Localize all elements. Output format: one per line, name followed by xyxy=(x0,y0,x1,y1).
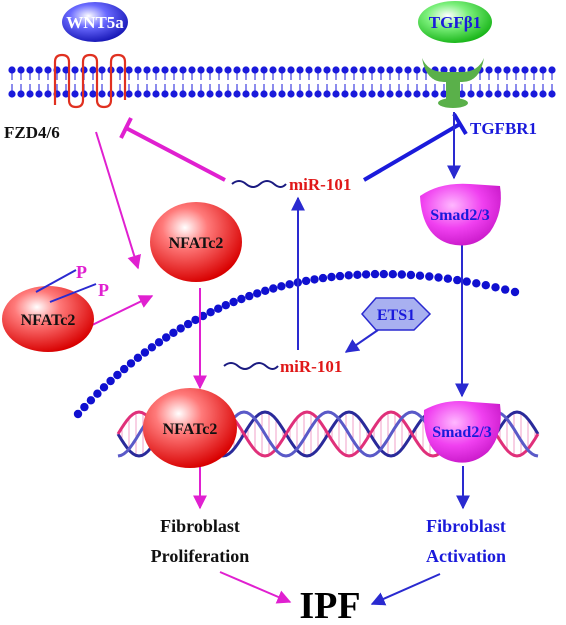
nfatc2-cyto-node: NFATc2 xyxy=(150,202,242,282)
outcome-activation-line2: Activation xyxy=(426,546,506,566)
mir101-nuclear-squiggle xyxy=(223,362,279,370)
tgfb1-ligand: TGFβ1 xyxy=(418,1,492,43)
smad-cyto-node: Smad2/3 xyxy=(420,183,501,246)
outcome-proliferation-line1: Fibroblast xyxy=(160,516,240,536)
inhibit-fzd xyxy=(119,117,226,182)
ets1-node: ETS1 xyxy=(361,297,432,331)
mir101-nuclear-label: miR-101 xyxy=(280,357,342,376)
arrow-phospho-to-nfatc2 xyxy=(85,295,154,329)
tgfb1-label: TGFβ1 xyxy=(429,13,481,32)
mir101-cyto-squiggle xyxy=(231,180,287,188)
outcome-proliferation-line2: Proliferation xyxy=(151,546,250,566)
arrow-ets1-to-mir101 xyxy=(344,329,379,353)
mir101-cyto-label: miR-101 xyxy=(289,175,351,194)
smad-nuclear-label: Smad2/3 xyxy=(432,424,492,441)
arrow-fzd-to-nfatc2 xyxy=(95,131,141,270)
smad-cyto-label: Smad2/3 xyxy=(430,207,490,224)
outcome-activation-line1: Fibroblast xyxy=(426,516,506,536)
nfatc2-phospho-label: NFATc2 xyxy=(21,312,76,329)
nfatc2-nuclear-label: NFATc2 xyxy=(163,421,218,438)
nfatc2-phospho-node: NFATc2 P P xyxy=(2,262,109,352)
disease-ipf-label: IPF xyxy=(299,585,360,625)
fzd-label: FZD4/6 xyxy=(4,123,60,142)
phospho-label-b: P xyxy=(98,280,109,300)
wnt5a-label: WNT5a xyxy=(66,13,124,32)
inhibit-tgfbr1 xyxy=(362,112,468,182)
phospho-label-a: P xyxy=(76,262,87,282)
nfatc2-nuclear-node: NFATc2 xyxy=(143,388,237,468)
arrow-proliferation-to-ipf xyxy=(219,571,292,604)
nfatc2-cyto-label: NFATc2 xyxy=(169,235,224,252)
arrow-activation-to-ipf xyxy=(370,573,441,606)
fzd-receptor xyxy=(53,53,127,109)
nuclear-envelope xyxy=(73,269,520,419)
tgfbr1-receptor xyxy=(422,58,484,108)
tgfbr1-label: TGFBR1 xyxy=(470,119,537,138)
smad-nuclear-node: Smad2/3 xyxy=(423,401,501,463)
ets1-label: ETS1 xyxy=(377,307,415,324)
wnt5a-ligand: WNT5a xyxy=(62,2,128,42)
